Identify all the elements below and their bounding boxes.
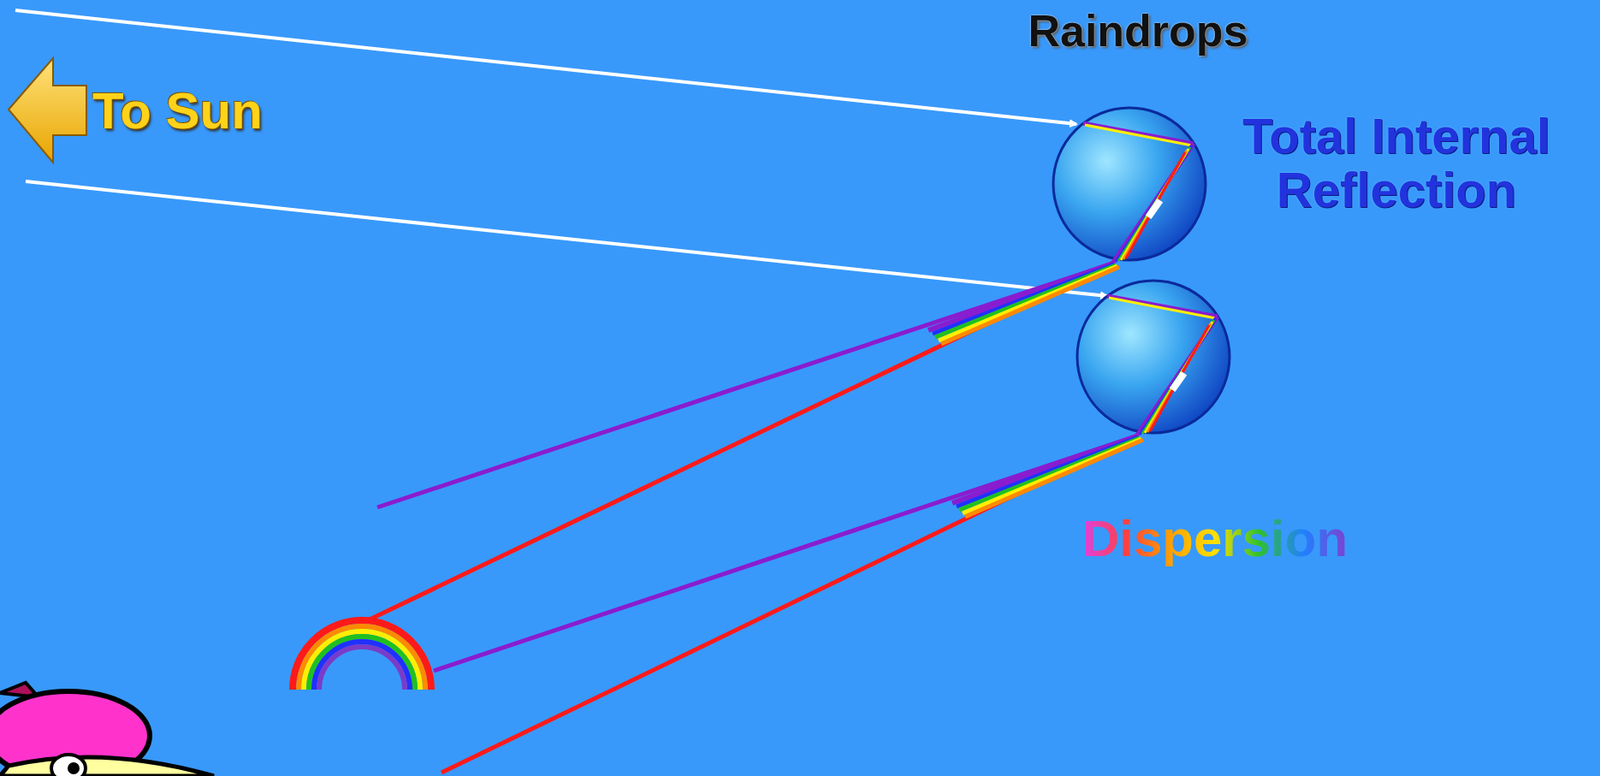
tir-label: Total Internal Reflection	[1208, 109, 1585, 217]
rainbow	[292, 620, 432, 690]
sun-ray	[25, 181, 1108, 297]
observer-figure	[0, 682, 214, 776]
dispersion-label: Dispersion	[1082, 511, 1348, 568]
raindrops-title: Raindrops	[1027, 6, 1248, 55]
violet-ray	[433, 435, 1138, 671]
sun-arrow	[8, 58, 87, 163]
sun-label: To Sun	[92, 83, 263, 140]
violet-ray	[377, 263, 1113, 508]
raindrop	[952, 280, 1230, 517]
